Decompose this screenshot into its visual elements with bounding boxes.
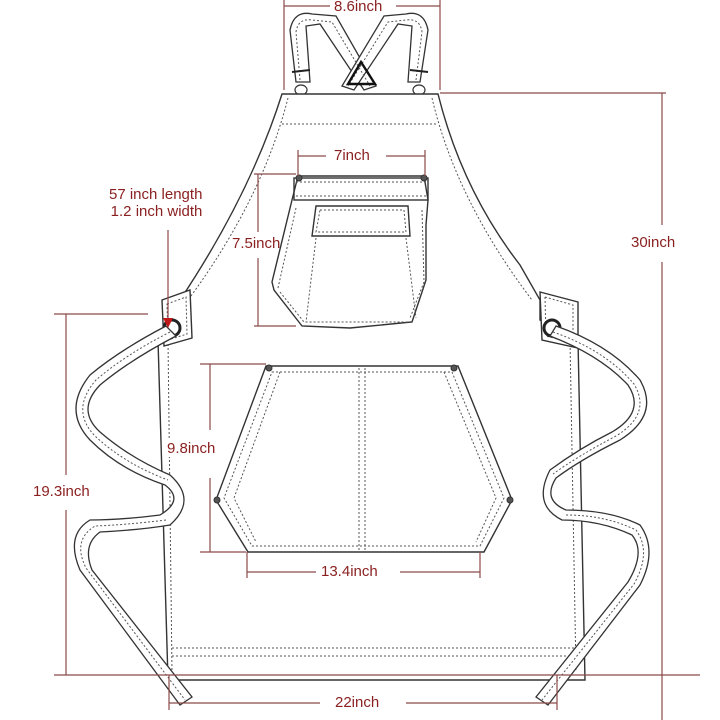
dimension-lines (54, 0, 700, 720)
chest-pocket (271, 174, 429, 329)
tie-strap-width: 1.2 inch width (110, 203, 203, 220)
total-length-label: 30inch (630, 234, 677, 251)
hem-width-label: 22inch (334, 694, 381, 711)
main-pocket (213, 364, 514, 553)
shoulder-straps (289, 12, 429, 91)
tie-strap-spec-label: 57 inch length 1.2 inch width (108, 186, 203, 220)
main-pocket-width-label: 13.4inch (320, 563, 379, 580)
right-tie-strap (535, 325, 650, 706)
chest-pocket-width-label: 7inch (333, 147, 371, 164)
tie-strap-length: 57 inch length (109, 186, 203, 203)
strap-top-width-label: 8.6inch (333, 0, 384, 15)
left-tie-strap (73, 325, 193, 706)
triangle-ring-icon (345, 59, 378, 86)
main-pocket-height-label: 9.8inch (166, 440, 217, 457)
waist-to-hem-label: 19.3inch (32, 483, 91, 500)
chest-pocket-height-label: 7.5inch (232, 235, 281, 252)
